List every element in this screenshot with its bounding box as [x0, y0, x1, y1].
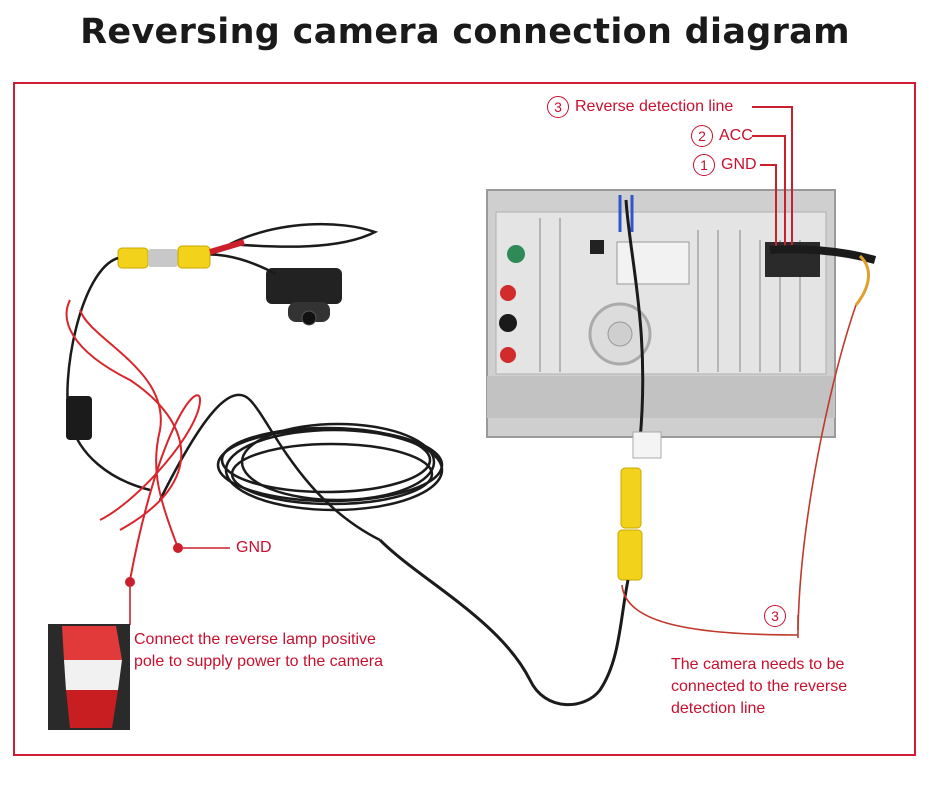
note-line: detection line — [671, 700, 766, 717]
coiled-cable — [216, 422, 444, 512]
gnd-label: GND — [236, 539, 272, 556]
wire-label-text: GND — [721, 156, 757, 174]
wire-label-gnd: 1 GND — [693, 154, 757, 176]
note-line: The camera needs to be — [671, 656, 845, 673]
wire-label-text: Reverse detection line — [575, 98, 734, 116]
camera-note: The camera needs to be connected to the … — [671, 654, 847, 720]
head-unit — [486, 189, 836, 438]
power-connector — [66, 396, 92, 440]
camera — [266, 268, 342, 326]
detection-number-badge: 3 — [764, 605, 786, 627]
note-line: pole to supply power to the camera — [134, 653, 384, 670]
wire-label-acc: 2 ACC — [691, 125, 753, 147]
wire-label-text: ACC — [719, 127, 753, 145]
wire-number-badge: 1 — [693, 154, 715, 176]
wire-number-badge: 2 — [691, 125, 713, 147]
harness-wires — [752, 106, 793, 250]
antenna-port — [507, 245, 525, 263]
wire-number-badge: 3 — [547, 96, 569, 118]
diagram-title: Reversing camera connection diagram — [80, 12, 850, 52]
diagram-frame — [13, 82, 916, 756]
reverse-lamp-note: Connect the reverse lamp positive pole t… — [134, 629, 383, 673]
wire-label-reverse-detection: 3 Reverse detection line — [547, 96, 733, 118]
reverse-lamp-photo — [48, 624, 130, 730]
note-line: Connect the reverse lamp positive — [134, 631, 376, 648]
note-line: connected to the reverse — [671, 678, 848, 695]
detection-marker: 3 — [764, 605, 792, 627]
